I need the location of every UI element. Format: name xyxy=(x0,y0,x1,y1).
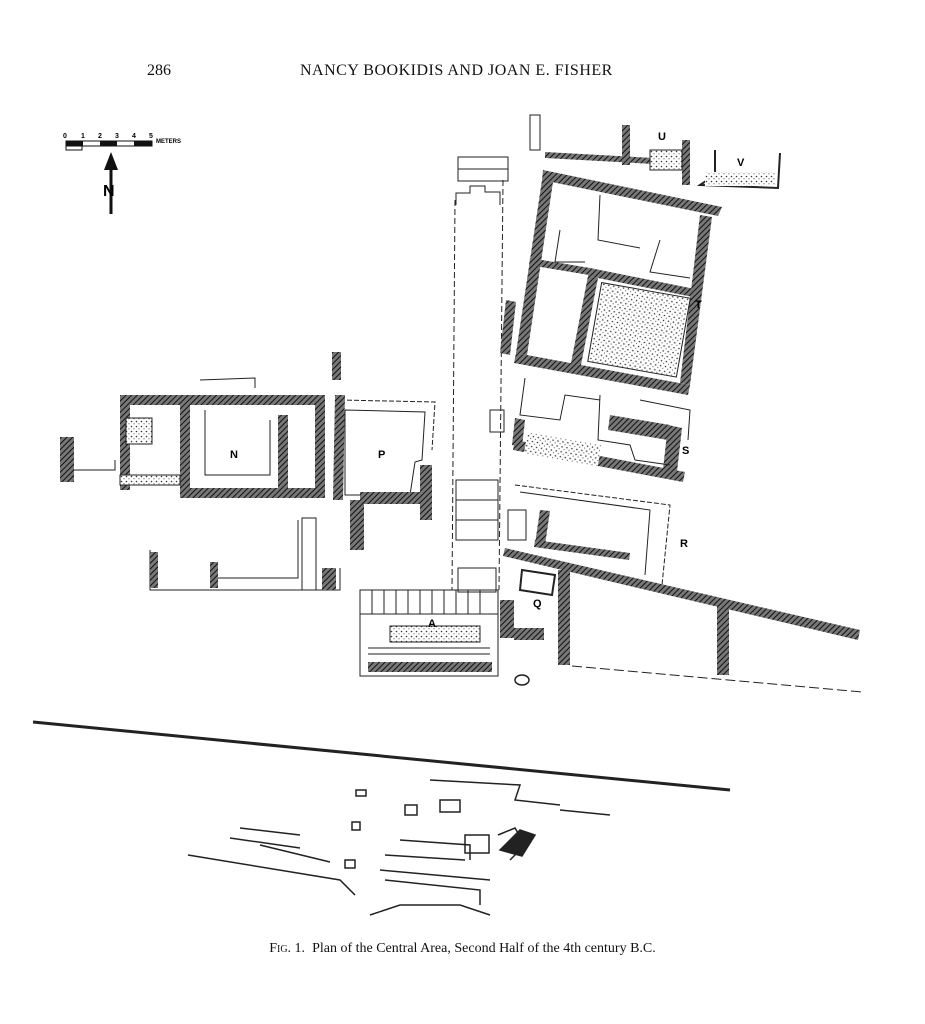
caption-text: Plan of the Central Area, Second Half of… xyxy=(312,941,631,956)
scale-unit: METERS xyxy=(156,139,181,145)
scale-tick-3: 3 xyxy=(115,133,119,140)
building-N: N xyxy=(60,377,325,498)
label-P: P xyxy=(378,449,385,461)
label-T: T xyxy=(695,299,702,311)
figure-number: Fig. 1. xyxy=(269,941,306,956)
north-arrow-icon: N xyxy=(103,152,118,214)
caption-era: B.C. xyxy=(630,941,656,956)
scale-tick-2: 2 xyxy=(98,133,102,140)
label-A: A xyxy=(428,618,436,630)
building-R: R xyxy=(503,484,860,640)
label-U: U xyxy=(658,131,666,143)
scale-tick-4: 4 xyxy=(132,133,136,140)
lower-area-remains xyxy=(32,720,731,916)
page-header: 286 NANCY BOOKIDIS AND JOAN E. FISHER xyxy=(0,62,925,88)
scale-bar: 0 1 2 3 4 5 METERS xyxy=(63,133,181,151)
scale-tick-5: 5 xyxy=(149,133,153,140)
label-Q: Q xyxy=(533,598,542,610)
building-S: S xyxy=(489,377,691,482)
building-Q: Q xyxy=(500,568,863,693)
building-U: U xyxy=(529,114,690,185)
label-V: V xyxy=(737,157,745,169)
building-V: V xyxy=(696,150,781,190)
label-S: S xyxy=(682,445,689,457)
figure-caption: Fig. 1. Plan of the Central Area, Second… xyxy=(0,941,925,957)
page-number: 286 xyxy=(147,62,171,79)
building-P: P xyxy=(332,352,436,550)
south-annex-outline xyxy=(149,517,341,591)
label-N: N xyxy=(230,449,238,461)
running-head: NANCY BOOKIDIS AND JOAN E. FISHER xyxy=(300,62,613,79)
label-R: R xyxy=(680,538,688,550)
building-A: A xyxy=(359,589,499,677)
scale-tick-1: 1 xyxy=(81,133,85,140)
scale-tick-0: 0 xyxy=(63,133,67,140)
building-T: T xyxy=(500,170,722,395)
street-outline xyxy=(451,156,509,593)
north-label: N xyxy=(103,183,115,200)
